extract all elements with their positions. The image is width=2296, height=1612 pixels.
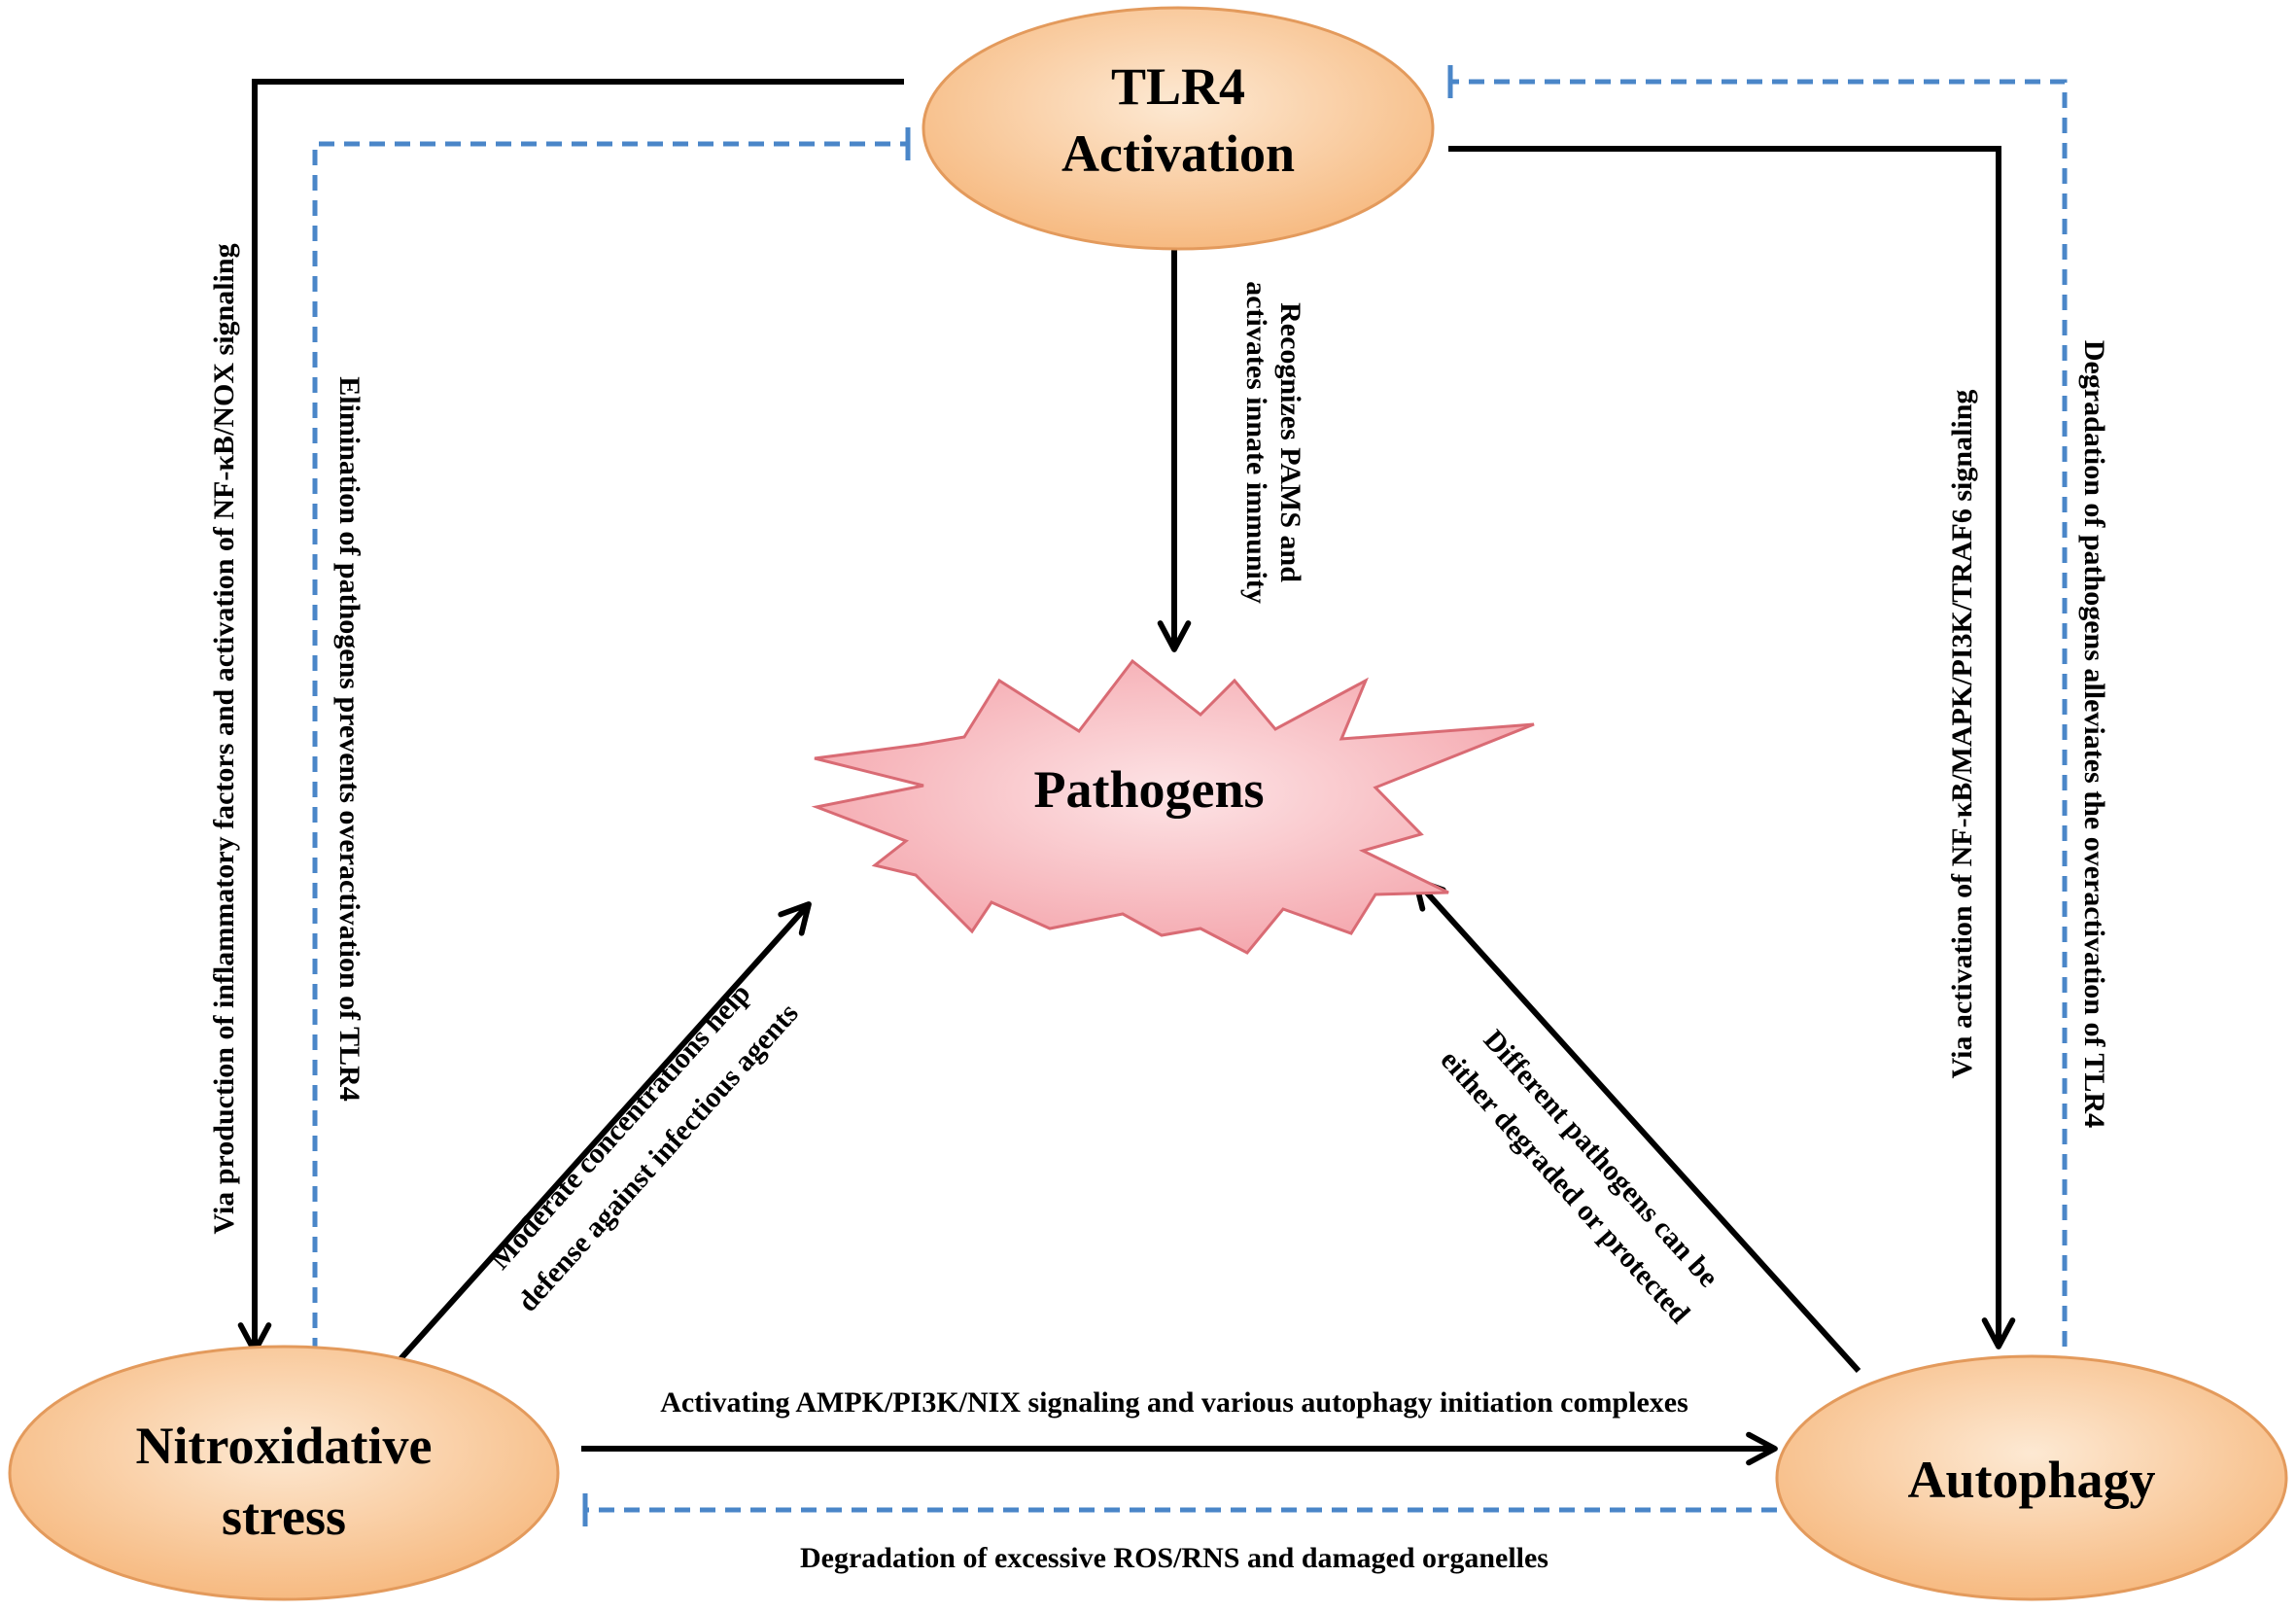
label-tlr4-to-autophagy: Via activation of NF-κB/MAPK/PI3K/TRAF6 … xyxy=(1946,390,1978,1079)
label-tlr4-to-pathogens-line2: activates innate immunity xyxy=(1240,281,1272,604)
node-nitroxidative-stress: Nitroxidative stress xyxy=(8,1345,560,1601)
label-autophagy-to-pathogens-line1: Different pathogens can be xyxy=(1478,1024,1724,1293)
edge-tlr4-to-autophagy xyxy=(1448,146,2016,1349)
label-nitroxidative-to-autophagy: Activating AMPK/PI3K/NIX signaling and v… xyxy=(660,1386,1688,1419)
edge-tlr4-to-nitroxidative xyxy=(237,79,904,1354)
autophagy-title: Autophagy xyxy=(1907,1451,2155,1509)
node-pathogens: Pathogens xyxy=(811,658,1535,955)
label-nitroxidative-inhibits-tlr4: Elimination of pathogens prevents overac… xyxy=(333,376,365,1102)
label-autophagy-to-pathogens-line2: either degraded or protected xyxy=(1434,1044,1695,1330)
edge-autophagy-inhibits-nitroxidative xyxy=(582,1493,1777,1526)
label-autophagy-inhibits-tlr4: Degradation of pathogens alleviates the … xyxy=(2078,340,2110,1128)
label-nitroxidative-to-pathogens-line2: defense against infectious agents xyxy=(511,998,805,1318)
edge-nitroxidative-inhibits-tlr4 xyxy=(312,127,911,1353)
pathogens-title: Pathogens xyxy=(1033,760,1264,819)
nitroxidative-title-line2: stress xyxy=(222,1488,346,1546)
edge-autophagy-to-pathogens xyxy=(1412,877,1861,1374)
label-tlr4-to-pathogens-line1: Recognizes PAMS and xyxy=(1274,302,1306,582)
node-autophagy: Autophagy xyxy=(1775,1354,2288,1601)
tlr4-title-line1: TLR4 xyxy=(1111,57,1245,116)
edge-nitroxidative-to-pathogens xyxy=(396,901,812,1364)
node-tlr4-activation: TLR4 Activation xyxy=(922,6,1435,251)
tlr4-title-line2: Activation xyxy=(1061,124,1295,183)
edge-autophagy-inhibits-tlr4 xyxy=(1447,65,2068,1347)
label-autophagy-inhibits-nitroxidative: Degradation of excessive ROS/RNS and dam… xyxy=(800,1542,1548,1574)
label-tlr4-to-nitroxidative: Via production of inflammatory factors a… xyxy=(208,243,240,1234)
nitroxidative-title-line1: Nitroxidative xyxy=(136,1417,433,1475)
label-nitroxidative-to-pathogens-line1: Moderate concentrations help xyxy=(483,977,756,1276)
